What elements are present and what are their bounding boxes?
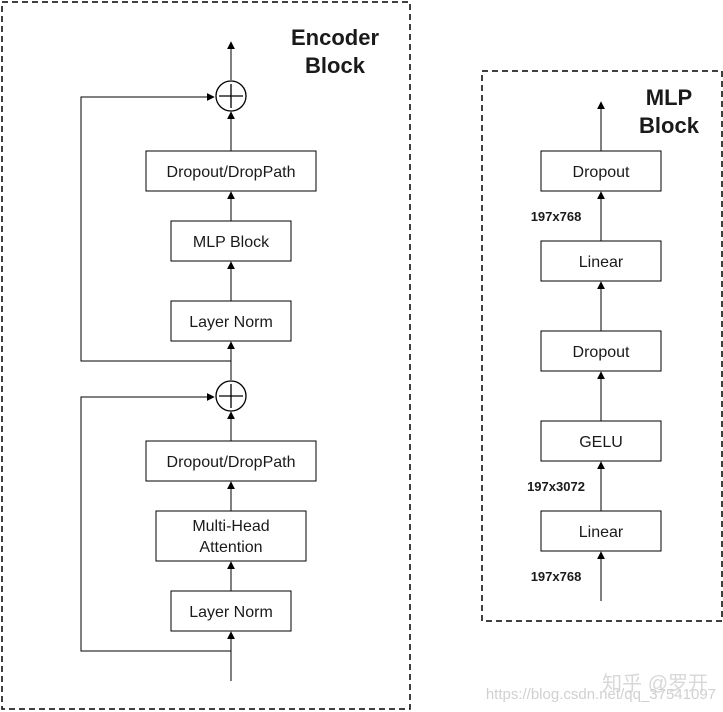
encoder-title-line2: Block [305,53,366,78]
residual-connection-attention [80,393,231,652]
attention-label-line2: Attention [199,539,262,556]
layer-norm-bottom-box [170,590,292,632]
watermark-url: https://blog.csdn.net/qq_37541097 [486,686,716,703]
mlp-dropout-top-label: Dropout [573,164,630,181]
dropout-droppath-top-label: Dropout/DropPath [167,164,296,181]
mlp-linear-top-label: Linear [579,254,624,271]
layer-norm-top-box [170,300,292,342]
mlp-linear-bottom-label: Linear [579,524,624,541]
mlp-block-frame [481,70,723,622]
mlp-dropout-mid-box [540,330,662,372]
dim-input-label: 197x768 [531,569,582,584]
mlp-dropout-top-box [540,150,662,192]
mlp-gelu-label: GELU [579,434,623,451]
layer-norm-top-label: Layer Norm [189,314,273,331]
encoder-title-line1: Encoder [291,25,379,50]
dropout-droppath-top-box [145,150,317,192]
mlp-dropout-mid-label: Dropout [573,344,630,361]
mlp-linear-top-box [540,240,662,282]
residual-connection-mlp [80,93,231,362]
watermark-author: 知乎 @罗开 [602,672,708,695]
dropout-droppath-bottom-box [145,440,317,482]
mlp-title-line2: Block [639,113,700,138]
mlp-block-label: MLP Block [193,234,270,251]
mlp-gelu-box [540,420,662,462]
multi-head-attention-box [155,510,307,562]
mlp-linear-bottom-box [540,510,662,552]
add-node-top [215,80,247,112]
mlp-block-box [170,220,292,262]
dim-output-label: 197x768 [531,209,582,224]
encoder-block-frame [1,1,411,710]
dropout-droppath-bottom-label: Dropout/DropPath [167,454,296,471]
attention-label-line1: Multi-Head [192,518,269,535]
layer-norm-bottom-label: Layer Norm [189,604,273,621]
add-node-bottom [215,380,247,412]
mlp-title-line1: MLP [646,85,692,110]
dim-hidden-label: 197x3072 [527,479,585,494]
